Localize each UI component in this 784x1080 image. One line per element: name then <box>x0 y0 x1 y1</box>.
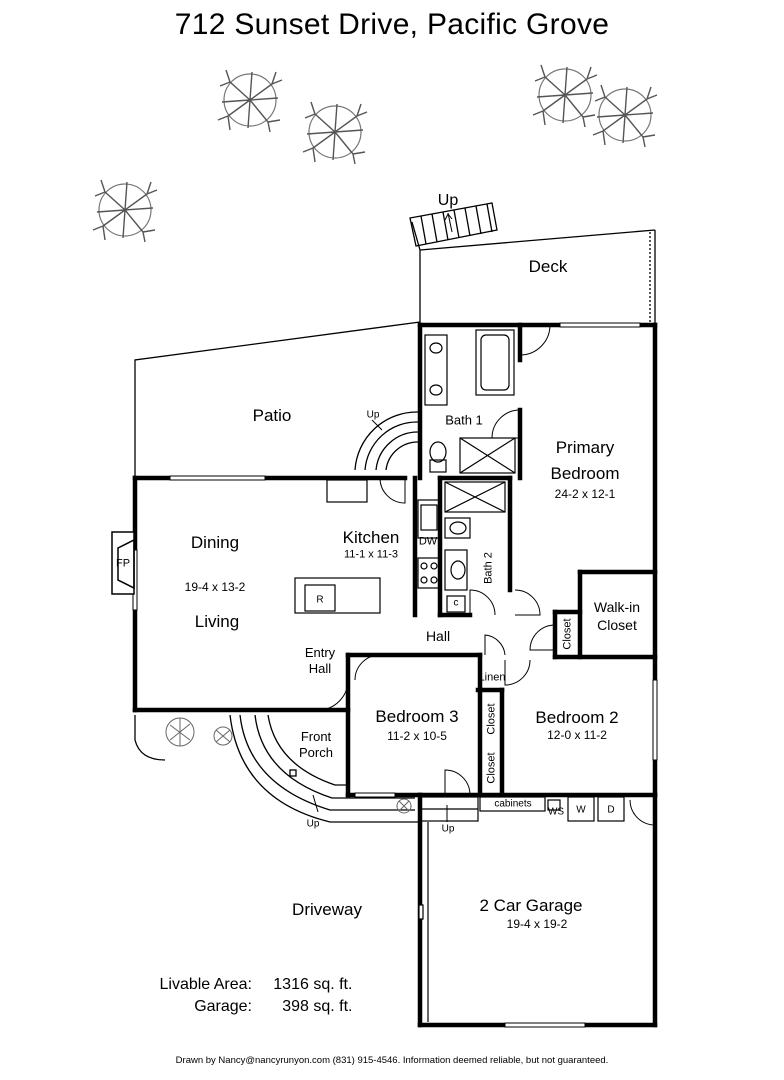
bedroom2-dim: 12-0 x 11-2 <box>547 728 607 743</box>
kitchen-fixtures <box>294 479 441 614</box>
front-porch-label: Front Porch <box>299 729 333 760</box>
windows <box>132 322 658 1028</box>
tree-icon <box>217 69 283 133</box>
dryer-label: D <box>607 804 615 816</box>
closet-label-a: Closet <box>561 618 574 650</box>
walk-in-closet-label: Walk-in Closet <box>593 599 641 633</box>
closet-label-c: Closet <box>485 752 498 784</box>
fireplace <box>111 531 135 595</box>
tree-icon <box>92 179 158 243</box>
garage-label: 2 Car Garage <box>479 896 583 916</box>
livable-area-label: Livable Area: <box>159 976 252 993</box>
garage-steps <box>419 796 479 822</box>
page-title: 712 Sunset Drive, Pacific Grove <box>174 8 610 41</box>
kitchen-label: Kitchen <box>342 528 400 548</box>
closet-c-label: c <box>453 597 459 609</box>
washer-label: W <box>576 804 586 816</box>
hall-label: Hall <box>425 627 451 644</box>
dishwasher-label: DW <box>418 535 438 548</box>
garage-stairs-label: Up <box>441 823 455 835</box>
shrub-icon <box>165 717 412 814</box>
bath1-label: Bath 1 <box>445 412 483 428</box>
living-dim: 19-4 x 13-2 <box>184 580 246 595</box>
bedroom3-label: Bedroom 3 <box>375 707 459 727</box>
patio-stairs-label: Up <box>366 409 380 421</box>
garage-area-label: Garage: <box>194 998 252 1015</box>
tree-icon <box>592 84 658 148</box>
laundry-area <box>479 796 625 822</box>
bath2-fixtures <box>444 481 506 613</box>
patio-steps <box>354 411 419 471</box>
patio-outline <box>134 321 421 480</box>
garage-door <box>418 822 429 1022</box>
livable-area-value: 1316 sq. ft. <box>273 976 353 993</box>
entry-hall-label: Entry Hall <box>304 645 336 676</box>
cabinets-label: cabinets <box>494 798 532 810</box>
bedroom2-label: Bedroom 2 <box>535 708 619 728</box>
bath1-fixtures <box>424 329 516 474</box>
driveway-label: Driveway <box>292 900 362 920</box>
primary-bedroom-dim: 24-2 x 12-1 <box>554 487 616 502</box>
livable-area-row: Livable Area: 1316 sq. ft. <box>142 974 352 996</box>
kitchen-dim: 11-1 x 11-3 <box>343 548 399 561</box>
living-label: Living <box>194 612 240 632</box>
fireplace-label: FP <box>115 557 131 570</box>
deck-label: Deck <box>528 257 568 277</box>
garage-dim: 19-4 x 19-2 <box>506 917 568 932</box>
area-summary: Livable Area: 1316 sq. ft. Garage: 398 s… <box>142 974 352 1018</box>
deck-stairs-label: Up <box>437 191 459 209</box>
closet-label-b: Closet <box>485 703 498 735</box>
doors <box>317 324 656 826</box>
linen-label: Linen <box>478 671 506 684</box>
garage-area-row: Garage: 398 sq. ft. <box>142 996 352 1018</box>
patio-label: Patio <box>252 406 292 426</box>
primary-bedroom-label: Primary Bedroom <box>550 438 620 483</box>
refrigerator-label: R <box>316 594 324 606</box>
dining-label: Dining <box>190 533 240 553</box>
tree-icon <box>532 64 598 128</box>
water-softener-label: WS <box>547 806 565 818</box>
deck-stairs <box>409 202 498 247</box>
front-porch <box>134 714 421 823</box>
porch-stairs-label: Up <box>306 818 320 830</box>
deck-outline <box>411 221 656 325</box>
bath2-label: Bath 2 <box>482 552 495 584</box>
footer-credit: Drawn by Nancy@nancyrunyon.com (831) 915… <box>175 1055 609 1066</box>
house-walls <box>132 322 658 1028</box>
garage-area-value: 398 sq. ft. <box>282 998 353 1015</box>
bedroom3-dim: 11-2 x 10-5 <box>387 729 447 744</box>
tree-icon <box>302 101 368 165</box>
